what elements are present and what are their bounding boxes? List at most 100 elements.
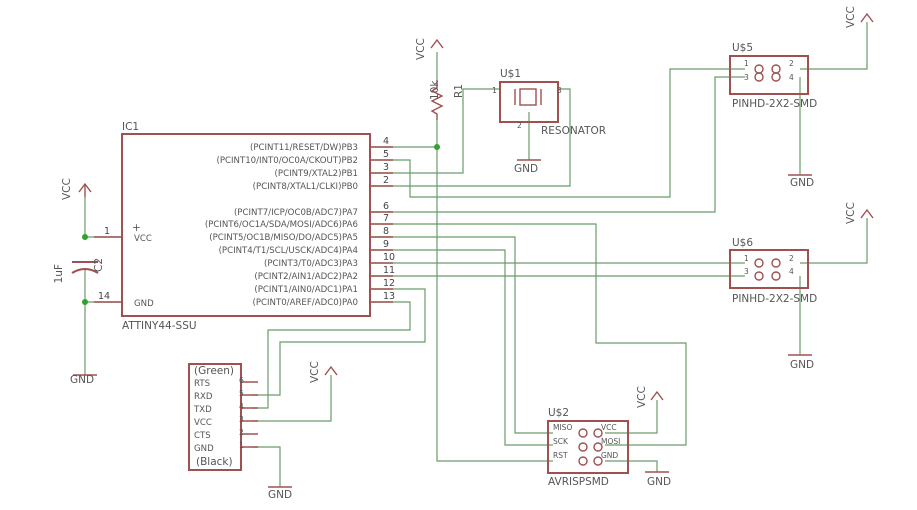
wire-ftdi-gnd xyxy=(252,446,281,487)
ftdi-pin-number: 5 xyxy=(239,389,244,398)
ic1-pin-label: (PCINT11/RESET/DW)PB3 xyxy=(250,143,358,153)
ic1-pin-number: 9 xyxy=(383,239,389,250)
vcc-symbol-ftdi: VCC xyxy=(309,361,338,383)
r1-ref: R1 xyxy=(453,84,465,98)
svg-text:3: 3 xyxy=(744,267,749,276)
ftdi-pin-label: GND xyxy=(194,444,214,454)
wire-isp-gnd xyxy=(605,460,658,472)
wire-u5-vcc xyxy=(800,22,868,70)
ic1-pin-label: (PCINT7/ICP/OC0B/ADC7)PA7 xyxy=(234,208,358,218)
ic1-body xyxy=(121,133,371,317)
ic1-pin-label: (PCINT3/T0/ADC3)PA3 xyxy=(264,259,358,269)
c2-value: 1uF xyxy=(53,264,65,283)
wire-pa6 xyxy=(370,223,687,446)
svg-text:GND: GND xyxy=(790,177,814,189)
u2-value: AVRISPSMD xyxy=(548,476,609,488)
ic1-pin-number: 4 xyxy=(383,136,389,147)
wire-pb2 xyxy=(370,68,745,198)
ftdi-pin-label: TXD xyxy=(193,405,212,415)
svg-text:MOSI: MOSI xyxy=(601,437,620,446)
wire-pa4 xyxy=(370,249,553,446)
svg-text:VCC: VCC xyxy=(636,386,648,408)
resistor-r1: 10k R1 VCC xyxy=(415,38,465,120)
ftdi-top-label: (Green) xyxy=(194,365,234,377)
svg-text:1: 1 xyxy=(744,254,749,263)
header-u5: U$5 PINHD-2X2-SMD 1 2 3 4 VCC GND xyxy=(729,6,874,189)
ic1-pin-number: 6 xyxy=(383,201,389,212)
svg-text:GND: GND xyxy=(647,476,671,488)
ftdi-pin-number: 3 xyxy=(239,415,244,424)
svg-text:4: 4 xyxy=(789,267,794,276)
svg-text:VCC: VCC xyxy=(415,38,427,60)
ic1-pin-number: 13 xyxy=(383,291,395,302)
ic1-pin-label: (PCINT1/AIN0/ADC1)PA1 xyxy=(254,285,358,295)
resonator-u1: U$1 RESONATOR 1 2 3 GND xyxy=(492,68,606,175)
u6-ref: U$6 xyxy=(732,237,753,249)
ic1-pin-label: (PCINT0/AREF/ADC0)PA0 xyxy=(252,298,358,308)
ic1-value: ATTINY44-SSU xyxy=(122,320,197,332)
ic1-pin-number: 11 xyxy=(383,265,395,276)
svg-text:VCC: VCC xyxy=(845,6,857,28)
gnd-symbol-u2: GND xyxy=(645,471,671,488)
ic1-pin-label: (PCINT6/OC1A/SDA/MOSI/ADC6)PA6 xyxy=(205,220,358,230)
vcc-symbol-r1: VCC xyxy=(415,38,444,60)
vcc-symbol-c2: VCC xyxy=(61,178,92,200)
wire-pa5 xyxy=(370,236,553,434)
junction-dot xyxy=(82,299,88,305)
ic1-vcc-num: 1 xyxy=(104,226,110,237)
ic1-pin-number: 8 xyxy=(383,226,389,237)
u1-ref: U$1 xyxy=(500,68,521,80)
ic1-pin-label: (PCINT5/OC1B/MISO/DO/ADC5)PA5 xyxy=(209,233,358,243)
gnd-symbol-u6: GND xyxy=(788,354,814,371)
ftdi-pin-number: 2 xyxy=(239,428,244,437)
ic1-pin-list: (PCINT11/RESET/DW)PB34(PCINT10/INT0/OC0A… xyxy=(205,136,395,308)
ftdi-pin-label: RTS xyxy=(194,379,210,389)
svg-text:GND: GND xyxy=(70,374,94,386)
vcc-symbol-u2: VCC xyxy=(636,386,664,408)
header-u6: U$6 PINHD-2X2-SMD 1 2 3 4 VCC GND xyxy=(729,202,874,371)
ic1-pin-label: (PCINT2/AIN1/ADC2)PA2 xyxy=(254,272,358,282)
ic1-pin-number: 7 xyxy=(383,213,389,224)
svg-text:1: 1 xyxy=(492,86,497,95)
svg-text:2: 2 xyxy=(517,121,522,130)
u1-value: RESONATOR xyxy=(541,125,606,137)
wire-pb0 xyxy=(370,88,571,187)
wire-ftdi-vcc xyxy=(252,375,332,422)
svg-text:2: 2 xyxy=(789,59,794,68)
svg-text:GND: GND xyxy=(601,451,618,460)
svg-text:SCK: SCK xyxy=(553,437,569,446)
ic1-pin-label: (PCINT4/T1/SCL/USCK/ADC4)PA4 xyxy=(219,246,358,256)
svg-text:3: 3 xyxy=(744,73,749,82)
avrisp-u2: U$2 AVRISPSMD MISO VCC SCK MOSI RST GND … xyxy=(547,386,671,488)
ftdi-pin-number: 4 xyxy=(239,402,244,411)
ic1-pin-number: 10 xyxy=(383,252,395,263)
wire-u6-vcc xyxy=(800,218,868,264)
wire-r1-bottom xyxy=(436,120,553,462)
vcc-symbol-u5: VCC xyxy=(845,6,874,28)
ic1-pin-number: 2 xyxy=(383,175,389,186)
ic1-attiny44: IC1 ATTINY44-SSU + 1 VCC 14 GND (PCINT11… xyxy=(94,121,395,332)
wire-pa0 xyxy=(252,301,411,409)
vcc-symbol-u6: VCC xyxy=(845,202,874,224)
gnd-symbol-u5: GND xyxy=(788,174,814,189)
ftdi-pin-label: CTS xyxy=(194,431,211,441)
ftdi-pin-number: 6 xyxy=(239,376,244,385)
junction-dot xyxy=(434,144,440,150)
svg-text:3: 3 xyxy=(557,86,562,95)
wire-isp-vcc xyxy=(605,400,658,434)
r1-value: 10k xyxy=(429,80,441,100)
svg-text:2: 2 xyxy=(789,254,794,263)
ic1-plus: + xyxy=(132,222,141,234)
svg-text:VCC: VCC xyxy=(309,361,321,383)
ftdi-pin-label: VCC xyxy=(194,418,212,428)
u5-value: PINHD-2X2-SMD xyxy=(732,98,817,110)
ic1-gnd-label: GND xyxy=(134,299,154,309)
ic1-pin-label: (PCINT9/XTAL2)PB1 xyxy=(275,169,358,179)
c2-ref: C2 xyxy=(93,258,105,272)
svg-text:VCC: VCC xyxy=(61,178,73,200)
svg-text:MISO: MISO xyxy=(553,423,572,432)
ic1-vcc-label: VCC xyxy=(134,234,152,244)
